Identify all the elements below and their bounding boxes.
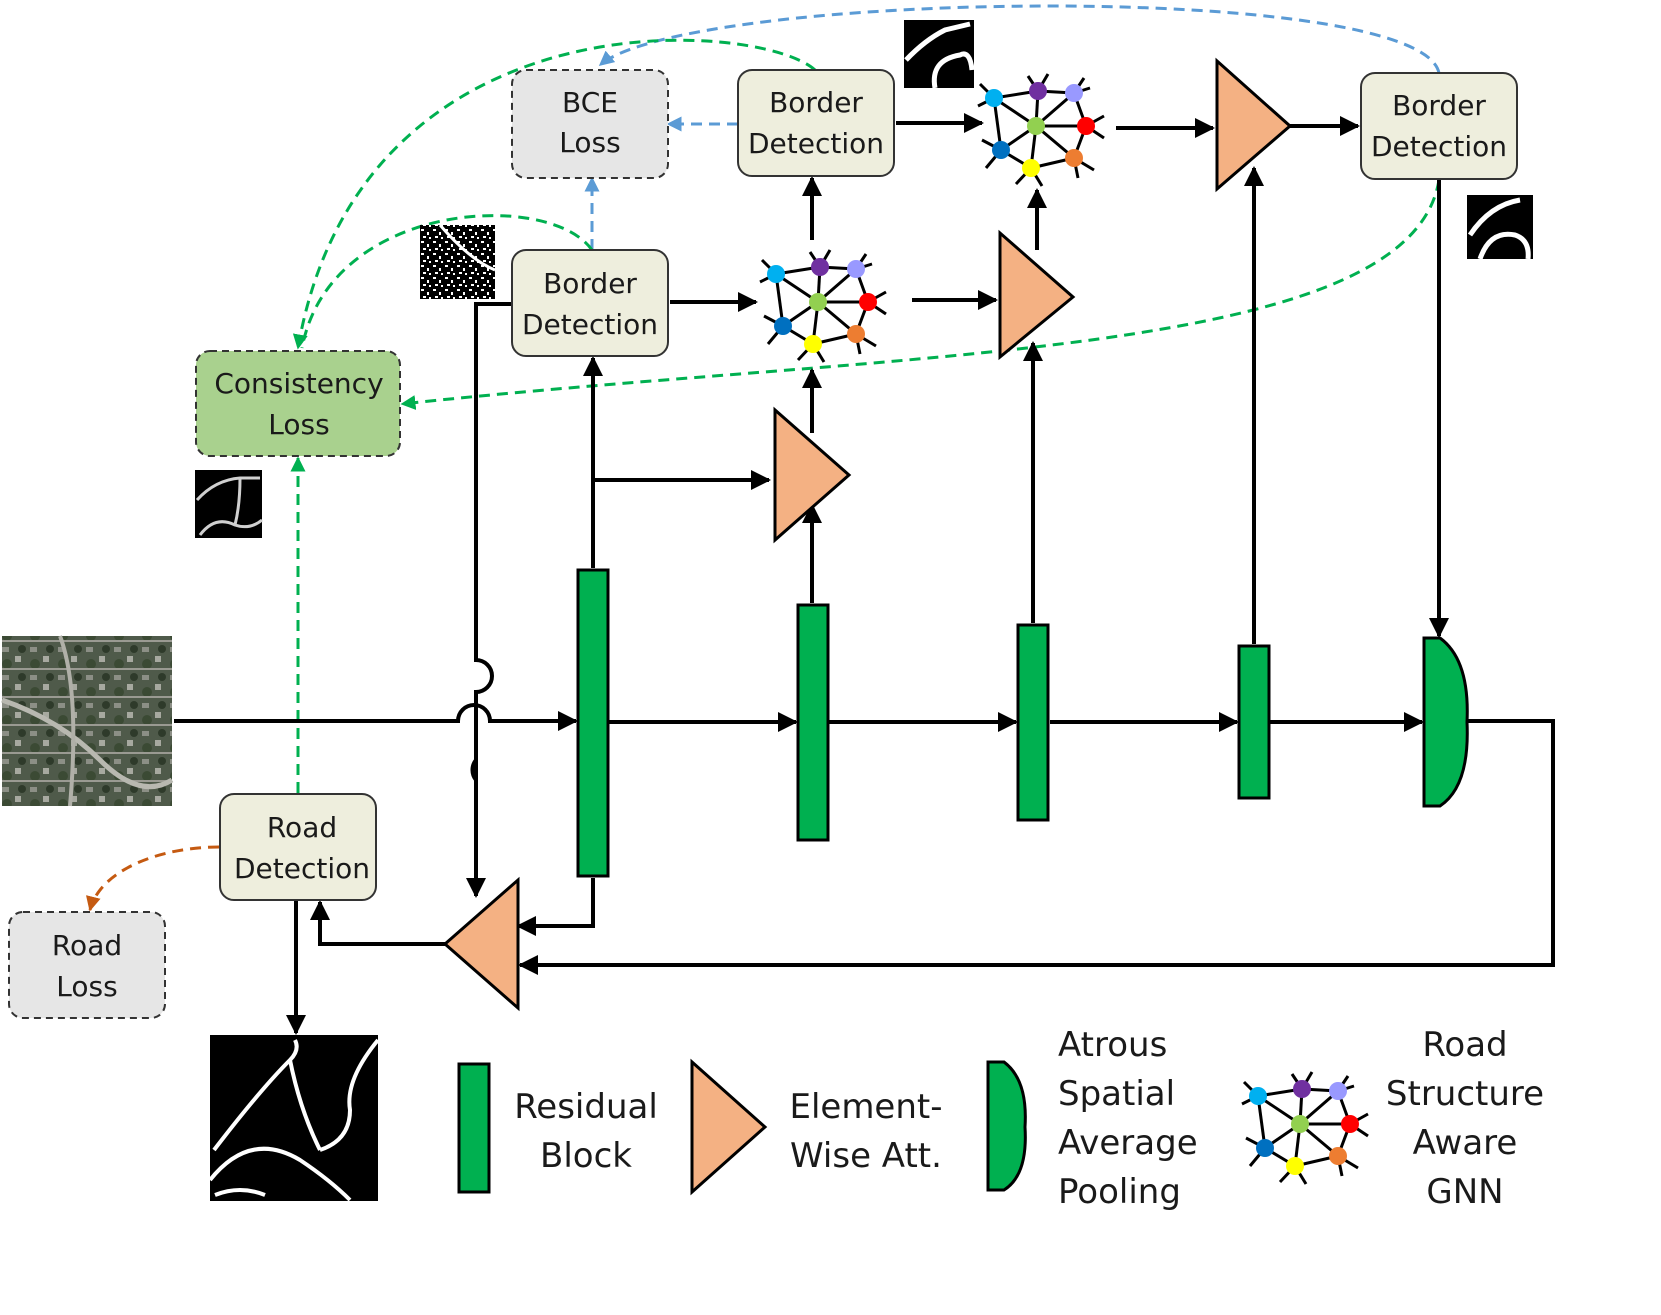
gnn-node bbox=[1341, 1115, 1359, 1133]
gnn-node bbox=[1027, 117, 1045, 135]
gnn-node bbox=[1022, 159, 1040, 177]
road-loss-box: Road Loss bbox=[8, 911, 166, 1019]
road-edge-thumbnail bbox=[195, 470, 263, 538]
gnn-node bbox=[1329, 1147, 1347, 1165]
bce-loss-line1: BCE bbox=[562, 86, 618, 119]
gnn-graph-1 bbox=[759, 249, 887, 363]
consistency-loss-line1: Consistency bbox=[214, 367, 383, 400]
legend-aspp-line4: Pooling bbox=[1058, 1172, 1181, 1212]
aspp-block bbox=[1422, 636, 1469, 808]
residual-block-4 bbox=[1237, 644, 1271, 800]
legend-aspp-line3: Average bbox=[1058, 1123, 1198, 1163]
satellite-image bbox=[1, 635, 174, 807]
legend-attention-line1: Element- bbox=[789, 1087, 942, 1127]
gnn-graph-2 bbox=[977, 73, 1105, 187]
blue-dash-right-border-to-bce bbox=[598, 4, 1441, 74]
gnn-node bbox=[1065, 84, 1083, 102]
border-detection-right: Border Detection bbox=[1360, 72, 1518, 180]
road-detection-line1: Road bbox=[267, 811, 337, 844]
gnn-node bbox=[847, 325, 865, 343]
gnn-node bbox=[985, 89, 1003, 107]
gnn-node bbox=[992, 141, 1010, 159]
flow-arrows bbox=[174, 113, 1555, 1035]
border-mid-line1: Border bbox=[769, 86, 863, 119]
border-detection-low: Border Detection bbox=[511, 249, 669, 357]
road-loss-line1: Road bbox=[52, 929, 122, 962]
gnn-node bbox=[1286, 1157, 1304, 1175]
gnn-node bbox=[1249, 1087, 1267, 1105]
bce-loss-line2: Loss bbox=[559, 126, 620, 159]
residual-block-1 bbox=[576, 568, 610, 878]
residual-blocks bbox=[576, 568, 1271, 878]
attention-2 bbox=[998, 229, 1076, 361]
road-mask-output bbox=[208, 1035, 380, 1202]
attention-3 bbox=[1215, 57, 1293, 193]
gnn-node bbox=[847, 260, 865, 278]
legend-aspp-line1: Atrous bbox=[1058, 1025, 1167, 1065]
attention-blocks bbox=[442, 57, 1293, 1012]
border-map-thumbnail-top bbox=[904, 20, 975, 89]
residual-block-2 bbox=[796, 603, 830, 842]
gnn-graph-legend bbox=[1241, 1071, 1369, 1185]
gnn-node bbox=[1077, 117, 1095, 135]
gnn-node bbox=[774, 317, 792, 335]
legend-gnn-line3: Aware bbox=[1413, 1123, 1518, 1163]
border-right-line1: Border bbox=[1392, 89, 1486, 122]
road-loss-line2: Loss bbox=[56, 970, 117, 1003]
border-right-line2: Detection bbox=[1371, 130, 1507, 163]
legend-gnn-line1: Road bbox=[1422, 1025, 1507, 1065]
legend-attention-icon bbox=[690, 1058, 768, 1196]
gnn-node bbox=[1065, 149, 1083, 167]
legend-residual-line1: Residual bbox=[514, 1087, 658, 1127]
gnn-node bbox=[767, 265, 785, 283]
road-detection-box: Road Detection bbox=[219, 793, 377, 901]
gnn-node bbox=[804, 335, 822, 353]
attention-bottom bbox=[442, 876, 520, 1012]
legend-attention-line2: Wise Att. bbox=[790, 1136, 942, 1176]
legend-aspp-line2: Spatial bbox=[1058, 1074, 1175, 1114]
residual-block-3 bbox=[1016, 623, 1050, 822]
border-detection-mid: Border Detection bbox=[737, 69, 895, 177]
gnn-node bbox=[809, 293, 827, 311]
border-low-line2: Detection bbox=[522, 308, 658, 341]
gnn-node bbox=[1291, 1115, 1309, 1133]
gnn-node bbox=[1029, 82, 1047, 100]
attention-1 bbox=[773, 406, 852, 544]
green-dash-mid-border-to-consistency bbox=[292, 38, 817, 350]
gnn-node bbox=[1329, 1082, 1347, 1100]
legend-residual-line2: Block bbox=[540, 1136, 632, 1176]
road-detection-line2: Detection bbox=[234, 852, 370, 885]
border-low-line1: Border bbox=[543, 267, 637, 300]
legend-gnn-line4: GNN bbox=[1426, 1172, 1503, 1212]
legend-aspp-icon bbox=[986, 1060, 1027, 1192]
gnn-node bbox=[859, 293, 877, 311]
loss-connections bbox=[86, 4, 1441, 912]
consistency-loss-line2: Loss bbox=[268, 408, 329, 441]
border-map-thumbnail-noisy bbox=[420, 224, 496, 299]
orange-dash-road-to-road-loss bbox=[86, 845, 220, 912]
border-mid-line2: Detection bbox=[748, 127, 884, 160]
legend-residual-icon bbox=[457, 1062, 491, 1194]
legend: Residual Block Element- Wise Att. Atrous… bbox=[457, 1025, 1544, 1212]
legend-gnn-line2: Structure bbox=[1386, 1074, 1544, 1114]
gnn-node bbox=[811, 258, 829, 276]
gnn-node bbox=[1256, 1139, 1274, 1157]
gnn-node bbox=[1293, 1080, 1311, 1098]
consistency-loss-box: Consistency Loss bbox=[195, 350, 401, 457]
main-path-start bbox=[174, 703, 475, 723]
bce-loss-box: BCE Loss bbox=[511, 69, 669, 179]
green-dash-right-border-to-consistency bbox=[400, 179, 1441, 411]
border-map-thumbnail-right bbox=[1467, 195, 1533, 260]
